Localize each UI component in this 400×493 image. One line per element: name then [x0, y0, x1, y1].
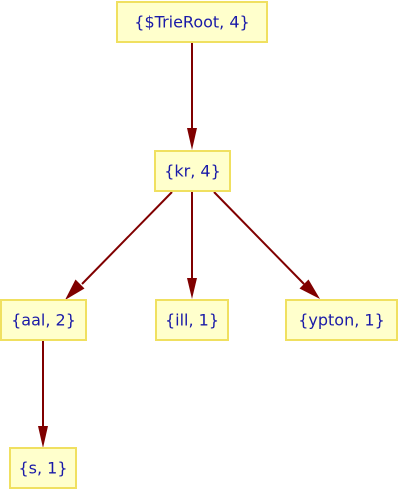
- node-s: {s, 1}: [9, 447, 77, 489]
- edge-kr-ypton: [213, 191, 320, 299]
- node-ill: {ill, 1}: [155, 299, 229, 341]
- edges: [38, 42, 320, 448]
- edge-root-kr: [187, 42, 197, 150]
- node-ill-label: {ill, 1}: [165, 311, 219, 330]
- edge-kr-ill: [187, 192, 197, 299]
- node-ypton-label: {ypton, 1}: [298, 311, 385, 330]
- edge-aal-s: [38, 341, 48, 448]
- node-s-label: {s, 1}: [18, 459, 67, 478]
- node-kr-label: {kr, 4}: [164, 162, 221, 181]
- node-kr: {kr, 4}: [154, 150, 231, 192]
- edge-kr-aal: [65, 191, 173, 300]
- node-root-label: {$TrieRoot, 4}: [134, 13, 249, 32]
- node-root: {$TrieRoot, 4}: [116, 1, 268, 43]
- node-aal-label: {aal, 2}: [11, 311, 76, 330]
- node-aal: {aal, 2}: [0, 299, 87, 341]
- node-ypton: {ypton, 1}: [285, 299, 398, 341]
